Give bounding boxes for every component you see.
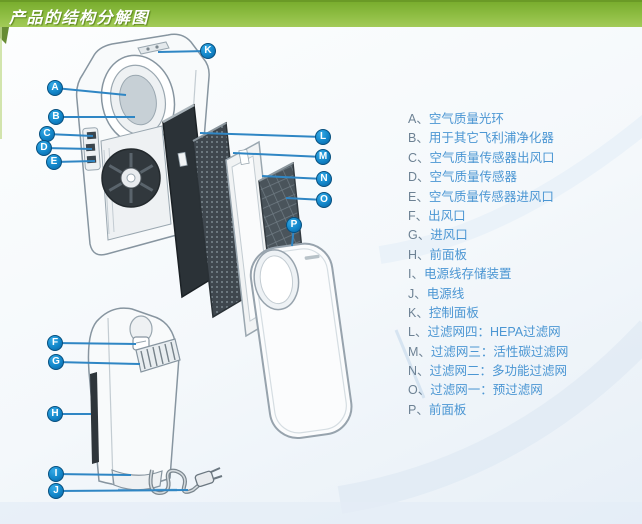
legend-item: G、进风口 <box>408 224 608 243</box>
legend-item-name: 过滤网一：预过滤网 <box>430 383 543 398</box>
legend-item-letter: N、 <box>408 364 430 379</box>
legend-item-name: 电源线存储装置 <box>423 267 512 282</box>
callout-D: D <box>36 140 52 156</box>
legend-item-letter: I、 <box>408 267 424 282</box>
legend-item: C、空气质量传感器出风口 <box>408 147 608 166</box>
legend-item-letter: M、 <box>408 344 431 359</box>
parts-legend: A、空气质量光环 B、用于其它飞利浦净化器 C、空气质量传感器出风口 D、空气质… <box>408 108 608 418</box>
callout-B: B <box>48 109 64 125</box>
legend-item-name: 过滤网二：多功能过滤网 <box>429 364 568 379</box>
legend-item-name: 控制面板 <box>428 305 479 320</box>
legend-item: L、过滤网四：HEPA过滤网 <box>408 321 608 340</box>
legend-item: O、过滤网一：预过滤网 <box>408 379 608 398</box>
legend-item: J、电源线 <box>408 283 608 302</box>
left-edge-strip <box>0 27 2 139</box>
legend-item-name: 进风口 <box>430 228 468 243</box>
legend-item-letter: L、 <box>408 325 428 340</box>
legend-item-letter: G、 <box>408 228 431 243</box>
legend-item-letter: J、 <box>408 286 427 301</box>
legend-item-name: 空气质量传感器出风口 <box>429 150 555 165</box>
leader-lines <box>43 50 325 492</box>
legend-item-name: 电源线 <box>426 286 465 301</box>
legend-item-name: 出风口 <box>428 208 466 223</box>
callout-N: N <box>316 171 332 187</box>
back-unit-art <box>75 33 210 256</box>
callout-K: K <box>200 43 216 59</box>
title-banner: 产品的结构分解图 <box>0 0 642 27</box>
callout-J: J <box>48 483 64 499</box>
front-panel-art <box>249 242 353 439</box>
callout-G: G <box>48 354 64 370</box>
legend-item-letter: K、 <box>408 305 429 320</box>
legend-item: I、电源线存储装置 <box>408 263 608 282</box>
legend-item: P、前面板 <box>408 399 608 418</box>
callout-F: F <box>47 335 63 351</box>
legend-item-letter: B、 <box>408 131 429 146</box>
legend-item-letter: E、 <box>408 189 429 204</box>
legend-item-letter: C、 <box>408 150 430 165</box>
callout-M: M <box>315 149 331 165</box>
legend-item: F、出风口 <box>408 205 608 224</box>
legend-item: H、前面板 <box>408 244 608 263</box>
legend-item: E、空气质量传感器进风口 <box>408 186 608 205</box>
callout-L: L <box>315 129 331 145</box>
legend-item: B、用于其它飞利浦净化器 <box>408 127 608 146</box>
callout-P: P <box>286 217 302 233</box>
legend-item: N、过滤网二：多功能过滤网 <box>408 360 608 379</box>
legend-item-letter: F、 <box>408 208 429 223</box>
legend-item-name: 前面板 <box>429 247 468 262</box>
legend-item: D、空气质量传感器 <box>408 166 608 185</box>
legend-item: A、空气质量光环 <box>408 108 608 127</box>
legend-item: M、过滤网三：活性碳过滤网 <box>408 341 608 360</box>
callout-I: I <box>48 466 64 482</box>
callout-E: E <box>46 154 62 170</box>
legend-item-name: 用于其它飞利浦净化器 <box>428 131 554 146</box>
legend-item-letter: P、 <box>408 402 429 417</box>
callout-H: H <box>47 406 63 422</box>
legend-item-name: 前面板 <box>428 402 467 417</box>
legend-item-letter: A、 <box>408 112 429 126</box>
legend-item: K、控制面板 <box>408 302 608 321</box>
assembled-unit-art <box>87 307 223 496</box>
banner-fold <box>0 27 9 44</box>
legend-item-name: 空气质量光环 <box>428 112 504 126</box>
legend-item-name: 空气质量传感器进风口 <box>428 189 554 204</box>
legend-item-letter: H、 <box>408 247 430 262</box>
background-swoosh <box>337 114 642 514</box>
legend-item-name: 过滤网四：HEPA过滤网 <box>427 325 561 340</box>
callout-O: O <box>316 192 332 208</box>
callout-A: A <box>47 80 63 96</box>
legend-item-letter: D、 <box>408 170 430 185</box>
callout-C: C <box>39 126 55 142</box>
legend-item-name: 空气质量传感器 <box>429 170 518 185</box>
legend-item-letter: O、 <box>408 383 431 398</box>
page-title: 产品的结构分解图 <box>9 10 150 27</box>
legend-item-name: 过滤网三：活性碳过滤网 <box>430 344 569 359</box>
